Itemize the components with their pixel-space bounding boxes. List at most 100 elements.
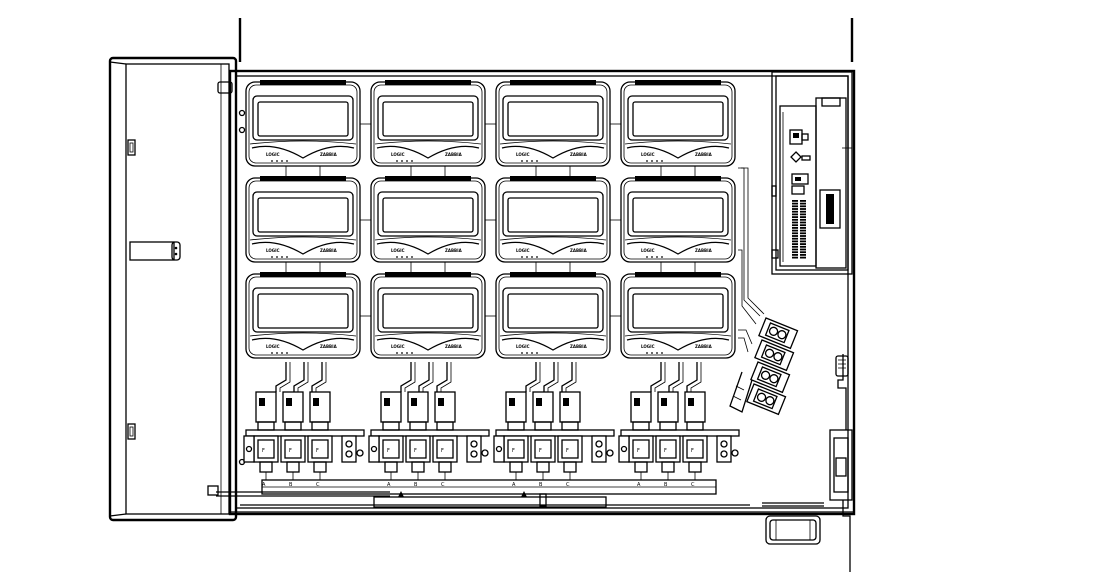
rail-mark: A (637, 482, 641, 488)
meter-screen (507, 293, 599, 329)
side-disconnect (829, 354, 853, 572)
valve-unit: FA (378, 391, 404, 488)
breaker-icon (758, 317, 799, 350)
hinge-icon (127, 139, 136, 156)
terminal-block-icon (368, 435, 380, 463)
meter-led (271, 352, 273, 354)
meter-led (646, 160, 648, 162)
valve-manifold (620, 429, 740, 437)
valve-unit: FC (307, 391, 333, 488)
terminal-block-icon (341, 435, 357, 463)
terminal-block-icon (243, 435, 255, 463)
valve-pipe (400, 362, 412, 392)
valve-mark: F (414, 448, 417, 454)
valve-mark: F (441, 448, 444, 454)
strap-clip (207, 485, 219, 496)
valve-pipe (561, 362, 573, 392)
mount-hole (238, 109, 246, 117)
controller-indicator (790, 151, 811, 163)
meter-screen-bezel (627, 191, 729, 237)
meter-unit: LOGIC ZABBIA (245, 80, 371, 179)
solenoid-coil (630, 391, 652, 423)
rail-mark: C (566, 482, 570, 488)
meter-led (536, 256, 538, 258)
valve-pipe (525, 362, 537, 392)
fitting (606, 449, 614, 457)
meter-led (396, 160, 398, 162)
meter-led (651, 352, 653, 354)
meter-led (661, 256, 663, 258)
meter-label-left: LOGIC (266, 152, 280, 157)
terminal-rails (240, 479, 750, 509)
meter-led (411, 352, 413, 354)
meter-label-left: LOGIC (516, 248, 530, 253)
meter-led (521, 352, 523, 354)
door-latch (217, 81, 233, 94)
valve-unit: FB (280, 391, 306, 488)
breaker-feed-wire (729, 371, 753, 413)
fitting (731, 449, 739, 457)
meter-led (281, 256, 283, 258)
meter-unit: LOGIC ZABBIA (495, 176, 621, 275)
ground-marker (398, 491, 404, 497)
meter-led (521, 160, 523, 162)
meter-label-left: LOGIC (641, 344, 655, 349)
meter-led (276, 160, 278, 162)
valve-mark: F (316, 448, 319, 454)
terminal-rail (373, 496, 607, 508)
meter-led (401, 352, 403, 354)
valve-manifold (370, 429, 490, 437)
valve-unit: FC (682, 391, 708, 488)
meter-led (656, 256, 658, 258)
breaker-icon (750, 361, 791, 394)
meter-label-right: ZABBIA (445, 152, 463, 157)
meter-screen-bezel (252, 287, 354, 333)
meter-led (646, 256, 648, 258)
meter-label-right: ZABBIA (570, 248, 588, 253)
valve-mark: F (664, 448, 667, 454)
meter-label-right: ZABBIA (570, 344, 588, 349)
meter-led (401, 256, 403, 258)
rail-mark: A (262, 482, 266, 488)
valve-mark: F (289, 448, 292, 454)
meter-led (276, 352, 278, 354)
valve-unit: FB (405, 391, 431, 488)
meter-led (661, 352, 663, 354)
solenoid-coil (407, 391, 429, 423)
meter-label-left: LOGIC (391, 152, 405, 157)
meter-led (286, 352, 288, 354)
meter-unit: LOGIC ZABBIA (245, 176, 371, 275)
controller-button (791, 173, 809, 195)
meter-label-left: LOGIC (266, 248, 280, 253)
meter-led (406, 256, 408, 258)
meter-led (536, 160, 538, 162)
meter-led (521, 256, 523, 258)
mounting-posts (238, 18, 854, 62)
hinge-icon (127, 423, 136, 440)
meter-label-right: ZABBIA (320, 152, 338, 157)
meter-label-right: ZABBIA (445, 344, 463, 349)
cable-gland-icon (762, 502, 824, 545)
meter-label-right: ZABBIA (570, 152, 588, 157)
meter-led (536, 352, 538, 354)
fitting (356, 449, 364, 457)
valve-unit: FB (530, 391, 556, 488)
solenoid-coil (684, 391, 706, 423)
meter-screen (382, 293, 474, 329)
meter-led (281, 160, 283, 162)
meter-screen (257, 197, 349, 233)
valve-pipe (686, 362, 698, 392)
meter-led (531, 160, 533, 162)
meter-screen-bezel (377, 95, 479, 141)
valve-pipe (311, 362, 323, 392)
meter-led (286, 256, 288, 258)
meter-screen-bezel (252, 95, 354, 141)
fitting (481, 449, 489, 457)
meter-label-right: ZABBIA (320, 248, 338, 253)
